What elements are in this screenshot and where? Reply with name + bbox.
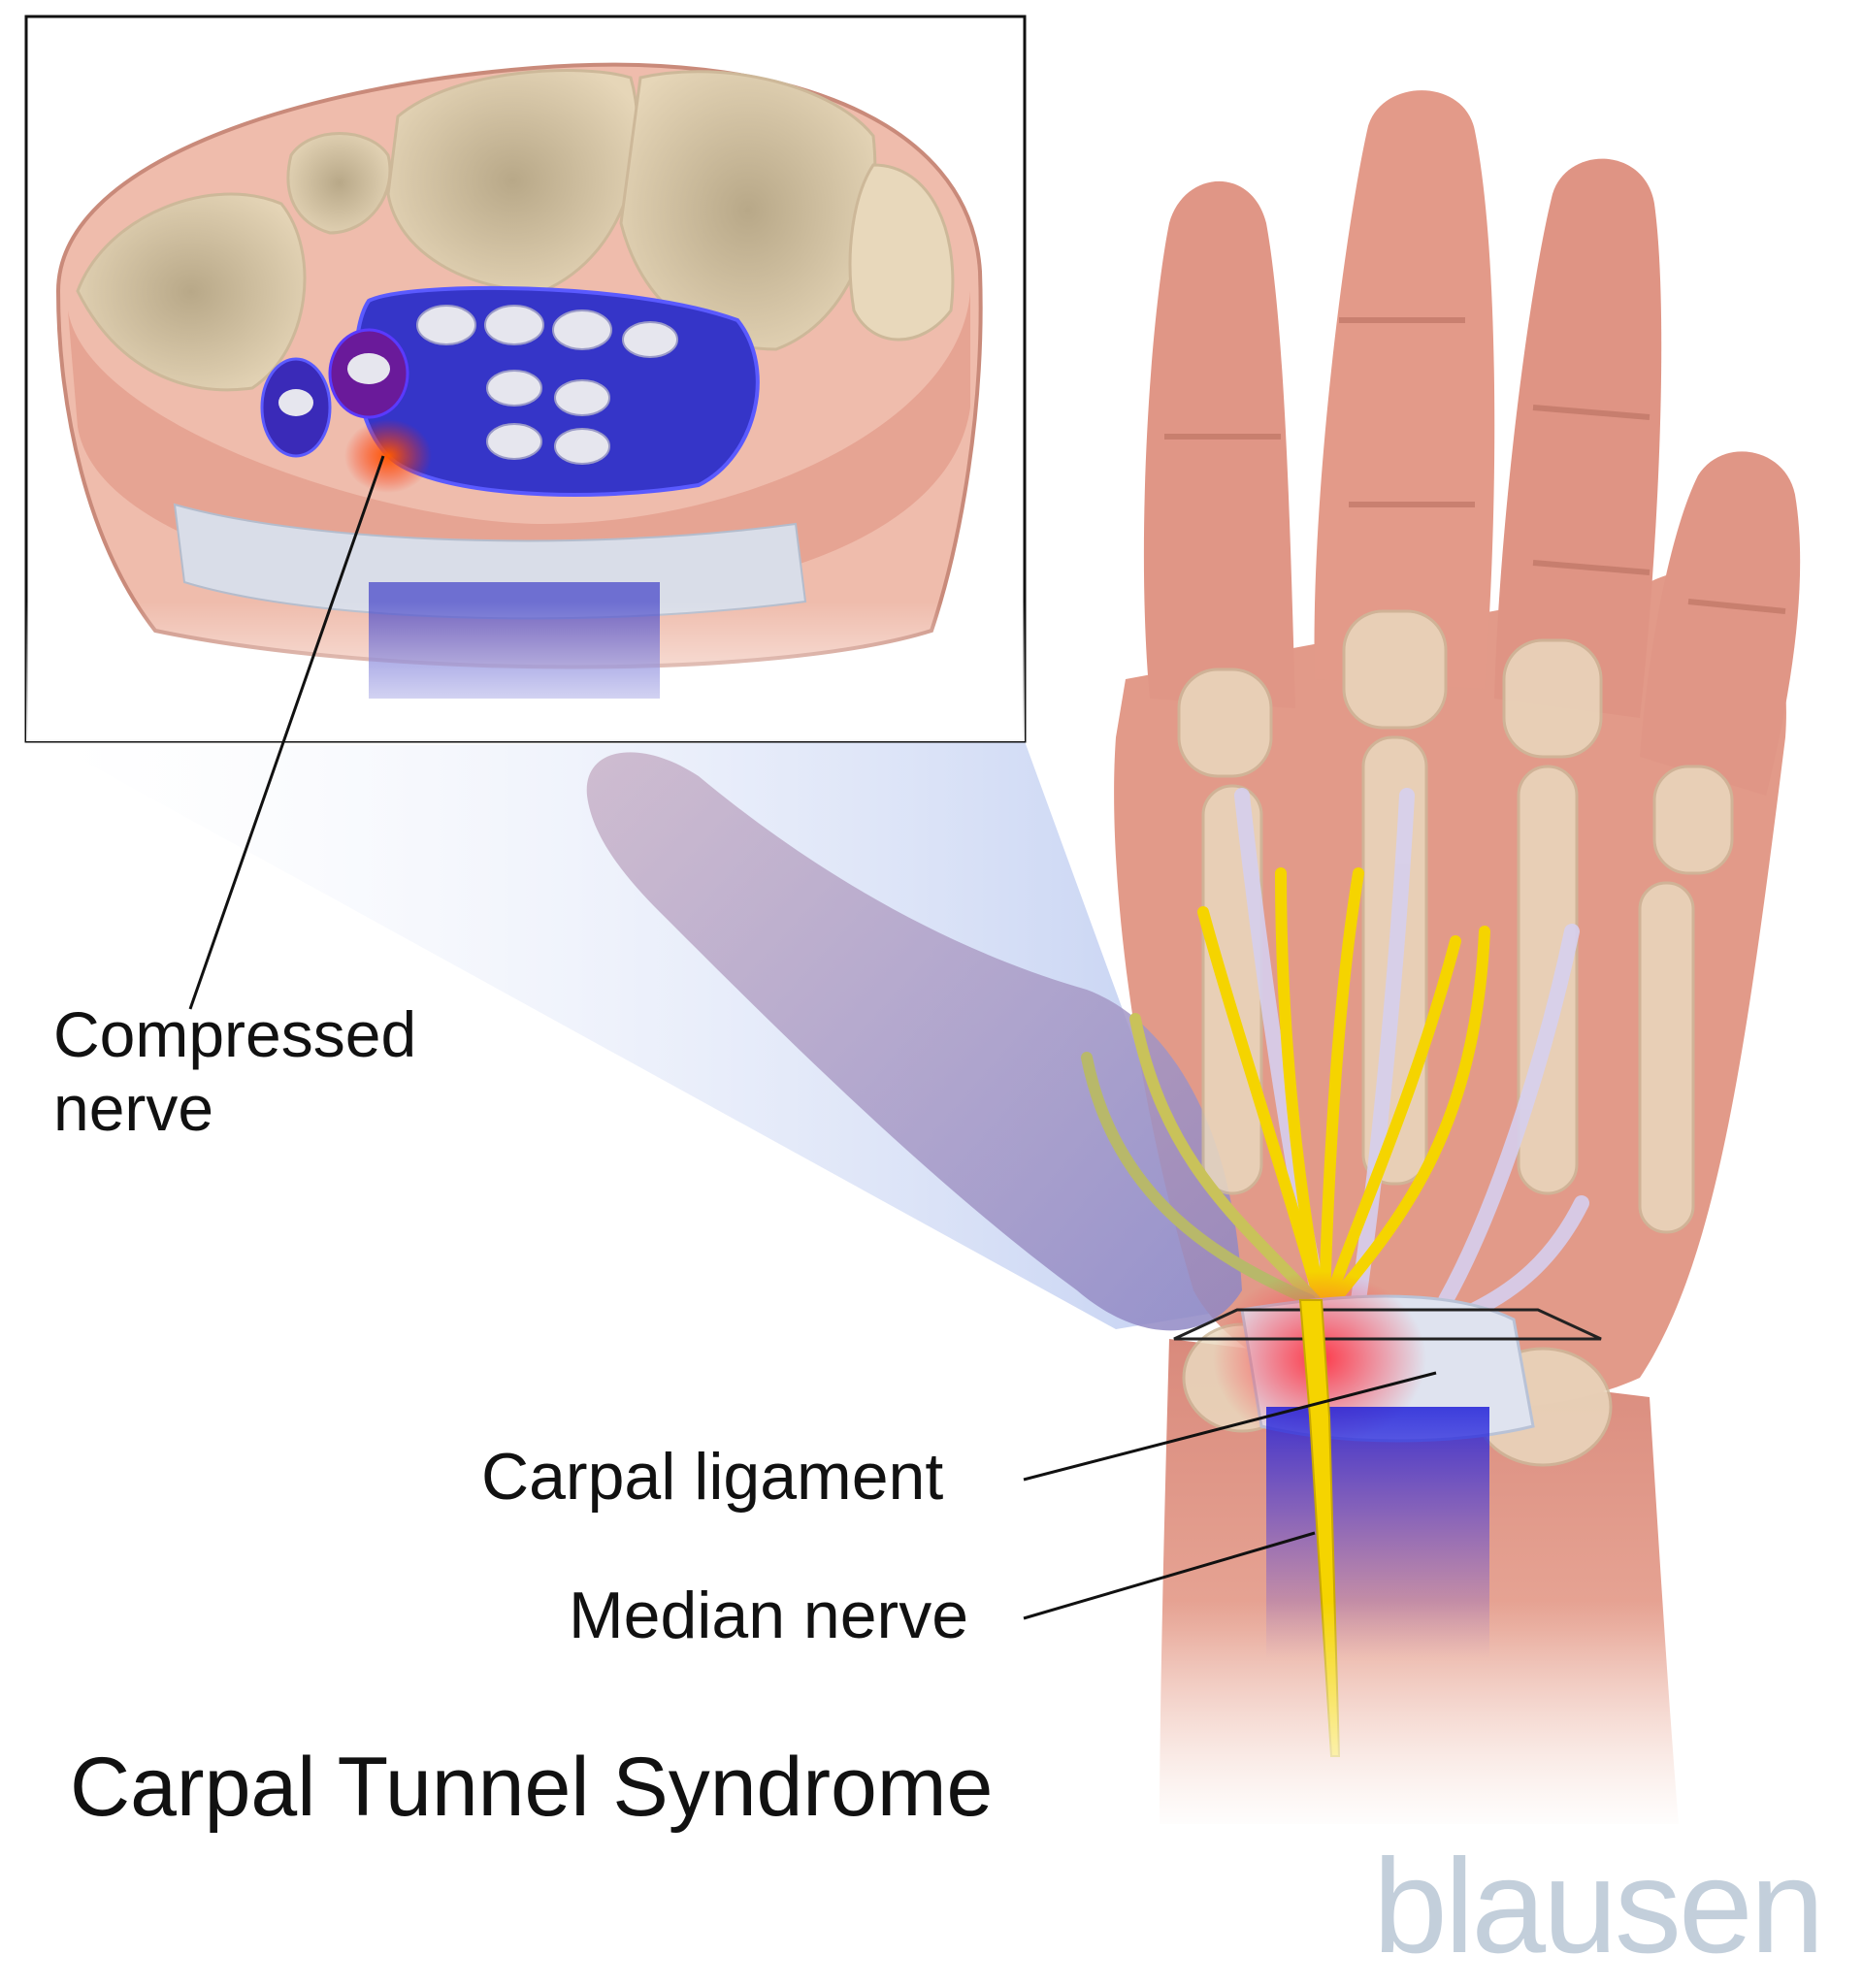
tendons-inset: [416, 305, 678, 465]
magnifier-beam: [58, 741, 1232, 1329]
index-finger: [1143, 180, 1295, 709]
ring-finger: [1494, 158, 1662, 718]
hand-illustration: [586, 90, 1801, 1834]
carpal-bones: [76, 69, 955, 392]
blausen-logo: blausen: [1373, 1832, 1824, 1981]
little-finger: [1640, 451, 1801, 796]
compressed-nerve-label: Compressed nerve: [53, 997, 416, 1145]
thumb: [586, 752, 1242, 1331]
leader-line-median-nerve: [1023, 1531, 1316, 1620]
cross-section-inset: [24, 15, 1027, 743]
median-nerve-label: Median nerve: [569, 1579, 969, 1652]
compressed-nerve-label-line2: nerve: [53, 1072, 214, 1144]
figure-title: Carpal Tunnel Syndrome: [70, 1741, 994, 1834]
section-plane: [1173, 1308, 1602, 1341]
palm: [1114, 570, 1786, 1410]
carpal-ligament-label: Carpal ligament: [481, 1440, 944, 1514]
leader-line-carpal-ligament: [1023, 1371, 1437, 1482]
compressed-nerve-label-line1: Compressed: [53, 998, 417, 1070]
compressed-nerve-inset: [344, 419, 432, 493]
middle-finger: [1314, 90, 1495, 690]
leader-line-compressed-nerve: [188, 455, 385, 1010]
